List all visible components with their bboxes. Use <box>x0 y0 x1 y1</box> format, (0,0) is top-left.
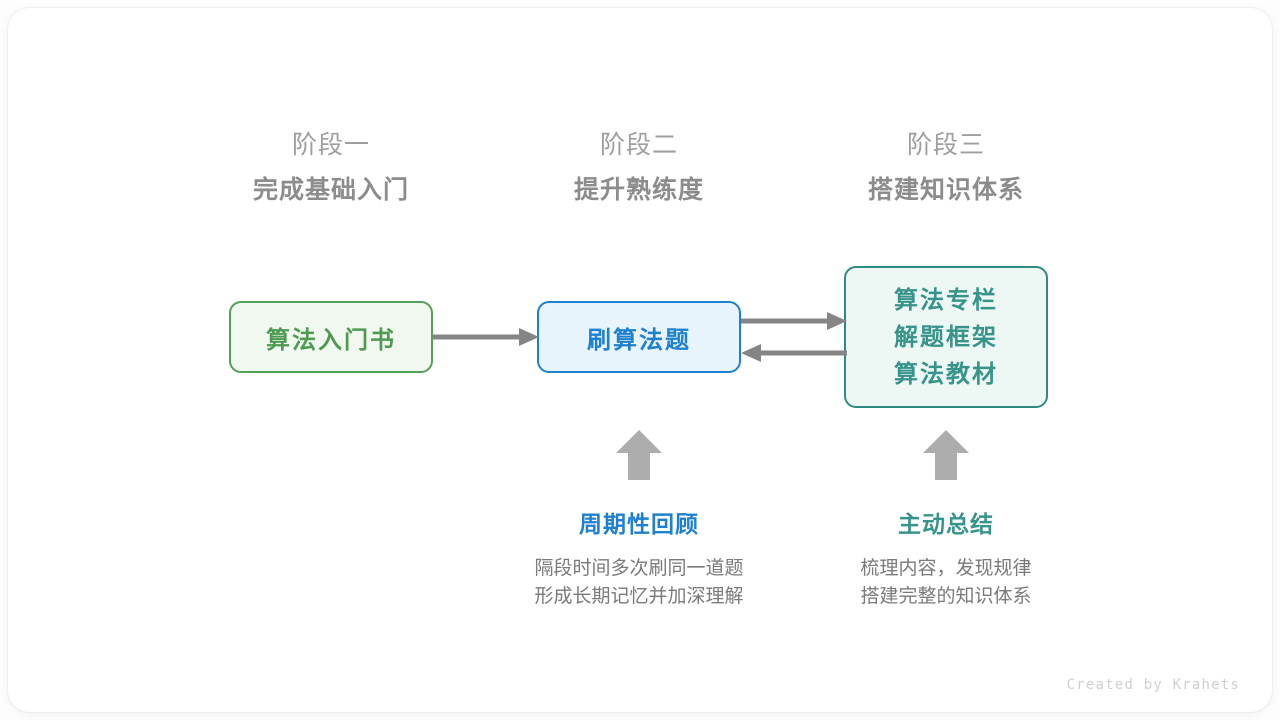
node-resources-line-2: 解题框架 <box>894 323 998 351</box>
node-learning-resources[interactable]: 算法专栏 解题框架 算法教材 <box>844 266 1048 408</box>
node-book-label: 算法入门书 <box>266 326 396 354</box>
stage-header-1: 阶段一 完成基础入门 <box>191 128 471 208</box>
arrow-right-icon-practice-to-resources <box>741 311 847 331</box>
note-review-title: 周期性回顾 <box>579 511 699 537</box>
stage-2-title: 提升熟练度 <box>573 176 704 204</box>
arrow-left-icon-resources-to-practice <box>741 343 847 363</box>
node-practice-label: 刷算法题 <box>587 326 691 354</box>
stage-header-3: 阶段三 搭建知识体系 <box>806 128 1086 208</box>
note-summary-body: 梳理内容，发现规律 搭建完整的知识体系 <box>786 555 1106 611</box>
note-review-line-1: 隔段时间多次刷同一道题 <box>534 558 744 579</box>
node-resources-line-3: 算法教材 <box>894 360 998 388</box>
note-active-summary: 主动总结 梳理内容，发现规律 搭建完整的知识体系 <box>786 509 1106 611</box>
node-algorithm-intro-book[interactable]: 算法入门书 <box>229 301 433 373</box>
stage-2-number: 阶段二 <box>599 131 678 159</box>
arrow-up-icon-review <box>616 430 662 480</box>
stage-3-title: 搭建知识体系 <box>867 176 1024 204</box>
arrow-right-icon-book-to-practice <box>433 327 539 347</box>
note-review-body: 隔段时间多次刷同一道题 形成长期记忆并加深理解 <box>479 555 799 611</box>
node-resources-line-1: 算法专栏 <box>894 286 998 314</box>
note-review-line-2: 形成长期记忆并加深理解 <box>534 586 744 607</box>
stage-3-number: 阶段三 <box>906 131 985 159</box>
note-summary-line-2: 搭建完整的知识体系 <box>860 586 1032 607</box>
stage-1-title: 完成基础入门 <box>252 176 409 204</box>
stage-header-2: 阶段二 提升熟练度 <box>499 128 779 208</box>
note-summary-title: 主动总结 <box>898 511 994 537</box>
credit-text: Created by Krahets <box>1066 677 1240 693</box>
stage-1-number: 阶段一 <box>291 131 370 159</box>
node-practice-problems[interactable]: 刷算法题 <box>537 301 741 373</box>
note-summary-line-1: 梳理内容，发现规律 <box>860 558 1032 579</box>
arrow-up-icon-summary <box>923 430 969 480</box>
note-periodic-review: 周期性回顾 隔段时间多次刷同一道题 形成长期记忆并加深理解 <box>479 509 799 611</box>
